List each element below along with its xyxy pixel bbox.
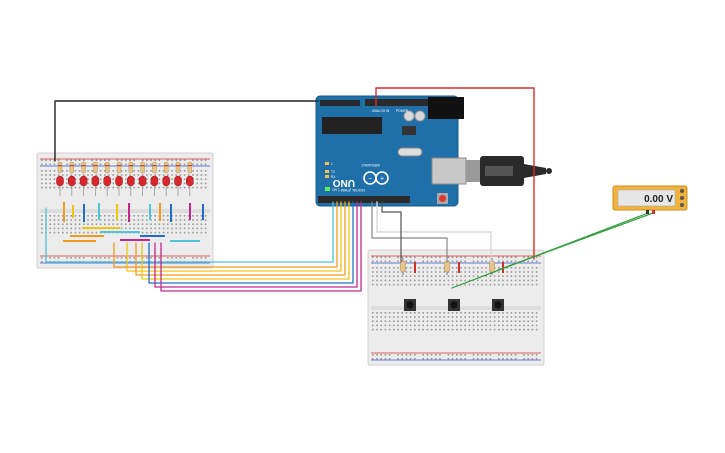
capacitor-2 — [414, 110, 426, 122]
wire-magenta-2[interactable] — [160, 201, 362, 292]
wire-5v-red[interactable] — [375, 87, 535, 260]
crystal — [397, 147, 423, 157]
l-label: L — [331, 162, 333, 166]
push-button-2-cap — [450, 301, 458, 309]
led-7[interactable] — [127, 161, 135, 196]
led-3[interactable] — [79, 161, 88, 196]
usb-plug-grip — [485, 166, 513, 176]
tx-led — [325, 170, 329, 173]
left-board-jumpers — [63, 202, 204, 242]
wire-dark-button-1[interactable] — [381, 201, 402, 263]
led-array[interactable] — [56, 161, 194, 196]
wire-green-meter-2[interactable] — [497, 212, 654, 271]
on-label: ON — [332, 188, 337, 192]
tx-label: TX — [331, 170, 336, 174]
wire-gnd-black[interactable] — [54, 100, 319, 162]
on-led — [325, 187, 330, 191]
svg-text:−: − — [368, 176, 372, 183]
led-1[interactable] — [56, 161, 64, 196]
led-12[interactable] — [186, 161, 194, 196]
usb-plug-metal — [466, 160, 480, 182]
led-9[interactable] — [150, 161, 159, 196]
power-label: POWER — [396, 109, 409, 113]
push-button-1-cap — [406, 301, 414, 309]
wire-yellow-2[interactable] — [141, 201, 350, 280]
led-2[interactable] — [68, 161, 76, 196]
rx-label: RX — [331, 175, 336, 179]
resistor-3[interactable] — [489, 260, 495, 273]
wire-orange-2[interactable] — [135, 201, 346, 276]
arduino-logo: − + — [363, 171, 389, 185]
digital-header-label: DIGITAL (PWM~) — [338, 188, 365, 192]
led-5[interactable] — [103, 161, 111, 196]
svg-text:+: + — [380, 176, 384, 183]
multimeter-display — [617, 189, 676, 207]
led-8[interactable] — [138, 161, 147, 196]
multimeter-terminal-1[interactable] — [680, 189, 684, 193]
rx-led — [325, 175, 329, 178]
push-buttons[interactable] — [404, 299, 504, 311]
arduino-uno-board[interactable]: − + UNO ARDUINO DIGITAL (PWM~) POWER ANA… — [315, 95, 467, 207]
board-model-label: UNO — [333, 177, 355, 188]
right-board-red-jumpers — [414, 262, 504, 273]
l-led — [325, 162, 329, 165]
wire-cyan-1[interactable] — [45, 201, 334, 263]
multimeter-terminal-2[interactable] — [680, 196, 684, 200]
led-10[interactable] — [162, 161, 170, 196]
digital-header — [318, 196, 410, 203]
dc-power-jack[interactable] — [428, 97, 464, 119]
reset-button[interactable] — [439, 195, 446, 202]
wire-orange-1[interactable] — [113, 201, 338, 268]
led-6[interactable] — [115, 161, 123, 196]
led-4[interactable] — [91, 161, 100, 196]
right-breadboard-holes — [372, 256, 538, 360]
resistor-1[interactable] — [400, 260, 406, 273]
power-analog-header — [365, 99, 443, 106]
usb-cable[interactable] — [466, 156, 552, 186]
led-11[interactable] — [174, 161, 182, 196]
multimeter-reading: 0.00 V — [644, 194, 673, 205]
wire-white-button-3[interactable] — [376, 201, 492, 263]
multimeter-probe-1 — [646, 210, 649, 214]
wires[interactable] — [45, 87, 654, 292]
usb-cable-boot — [524, 164, 546, 178]
board-brand-label: ARDUINO — [362, 163, 380, 168]
analog-in-label: ANALOG IN — [372, 109, 390, 113]
multimeter-probe-2 — [652, 210, 655, 214]
multimeter-terminal-3[interactable] — [680, 203, 684, 207]
left-breadboard-gap — [40, 209, 210, 213]
capacitor-1 — [403, 110, 415, 122]
wire-gray-button-2[interactable] — [371, 201, 448, 263]
wire-yellow-1[interactable] — [126, 201, 342, 272]
multimeter[interactable]: 0.00 V — [612, 185, 688, 214]
wire-magenta-1[interactable] — [154, 201, 358, 288]
top-left-header — [320, 100, 360, 106]
resistor-2[interactable] — [444, 260, 450, 273]
regulator — [402, 126, 416, 135]
usb-cable-end — [546, 168, 552, 174]
atmega-chip — [322, 117, 382, 134]
wire-blue-1[interactable] — [148, 201, 354, 284]
push-button-3-cap — [494, 301, 502, 309]
usb-port[interactable] — [431, 157, 467, 185]
